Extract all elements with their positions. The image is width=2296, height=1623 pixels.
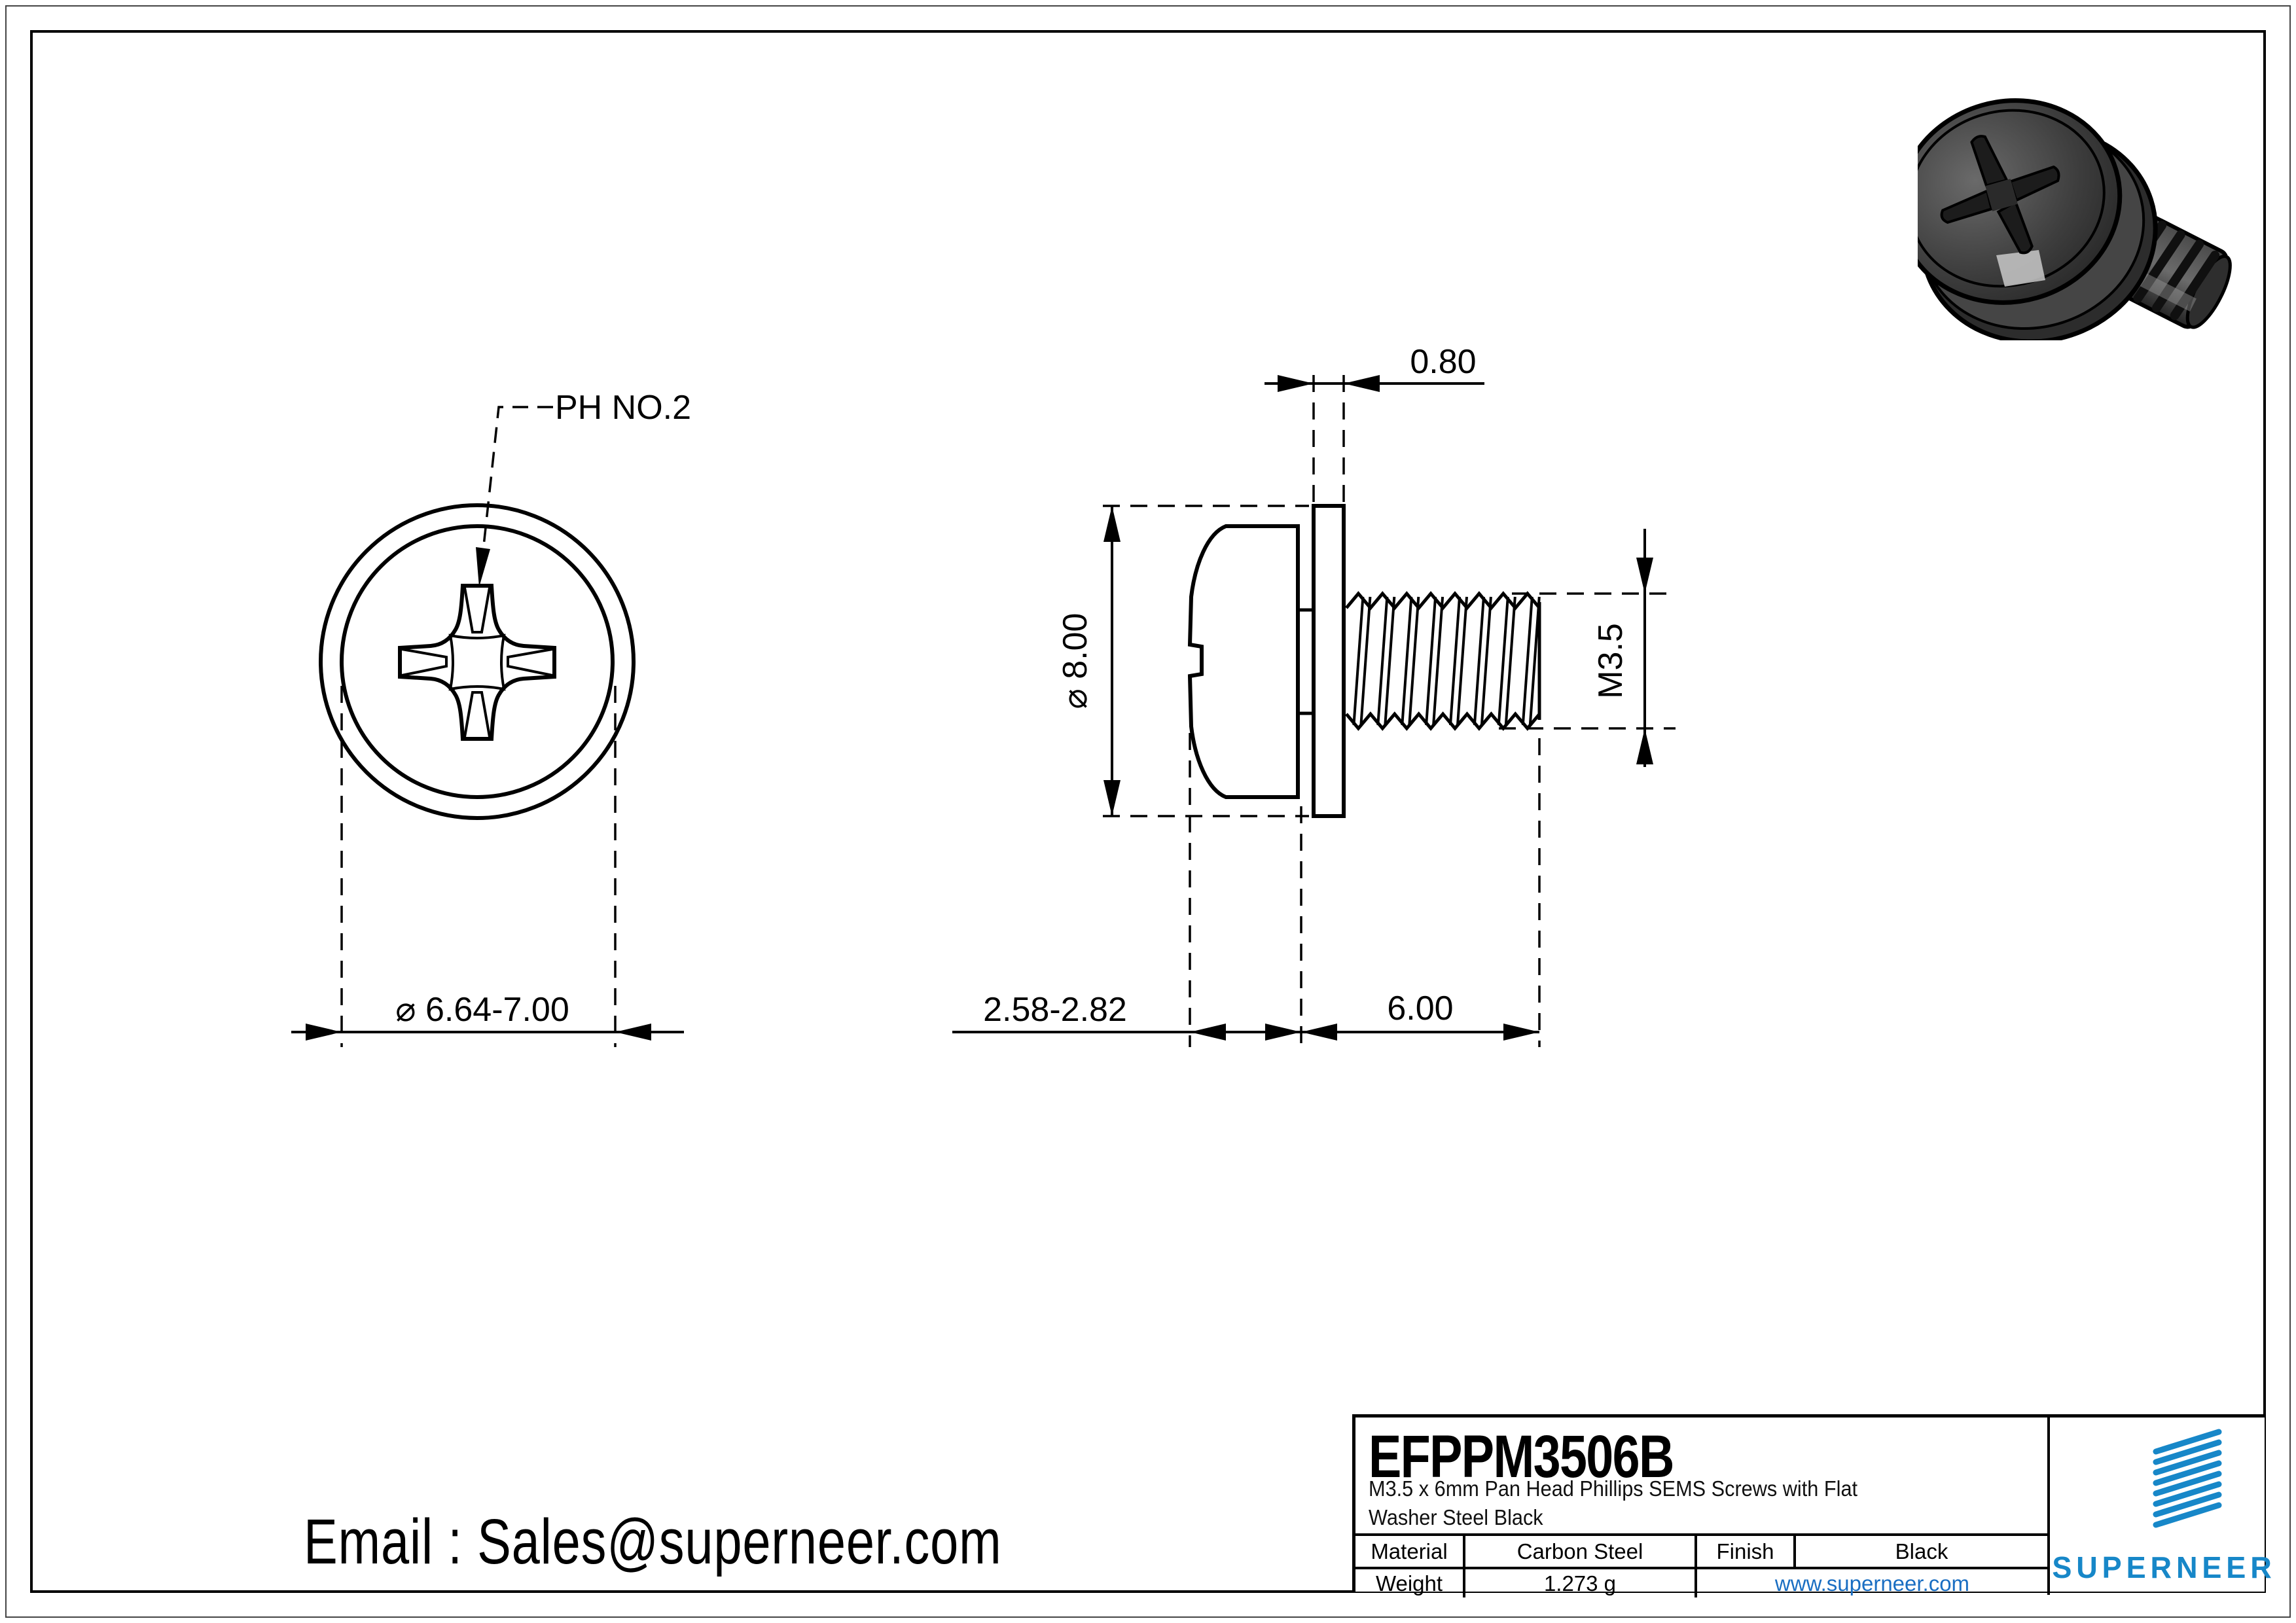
part-description-line2: Washer Steel Black — [1369, 1505, 1543, 1529]
material-value: Carbon Steel — [1465, 1536, 1697, 1567]
thread-flank-line — [1425, 596, 1437, 726]
washer-diameter-label: ⌀ 8.00 — [1056, 613, 1094, 709]
washer-diameter-dim: ⌀ 8.00 — [1056, 505, 1309, 817]
thread-flank-line — [1401, 596, 1413, 726]
thread-length-label: 6.00 — [1387, 990, 1453, 1027]
thread-flank-line — [1376, 596, 1389, 726]
brand-wordmark: SUPERNEER — [2052, 1550, 2276, 1584]
front-view: PH NO.2 ⌀ 6.64-7.00 — [291, 389, 691, 1047]
weight-value: 1.273 g — [1465, 1569, 1697, 1597]
render-phillips — [1940, 135, 2060, 255]
brand-area: SUPERNEER — [2047, 1418, 2276, 1595]
title-block-header: EFPPM3506B M3.5 x 6mm Pan Head Phillips … — [1355, 1418, 2047, 1533]
part-number: EFPPM3506B — [1369, 1423, 1674, 1490]
material-label: Material — [1355, 1536, 1465, 1567]
phillips-cross-outline — [398, 584, 556, 741]
head-diameter-label: ⌀ 6.64-7.00 — [395, 991, 569, 1029]
brand-logo-icon — [2153, 1429, 2222, 1528]
finish-value: Black — [1895, 1539, 1948, 1563]
thread-flank-line — [1456, 596, 1468, 726]
thread-flanks — [1352, 596, 1541, 726]
thread-flank-line — [1473, 596, 1485, 726]
render-reflection — [1996, 250, 2045, 287]
drive-leader — [476, 406, 553, 587]
thread-flank-line — [1432, 596, 1444, 726]
page-border-inner — [30, 30, 2266, 1593]
contact-email: Email : Sales@superneer.com — [304, 1506, 1002, 1577]
part-description-line1: M3.5 x 6mm Pan Head Phillips SEMS Screws… — [1369, 1476, 1858, 1501]
title-block: EFPPM3506B M3.5 x 6mm Pan Head Phillips … — [1352, 1414, 2276, 1597]
leader-arrowhead — [476, 547, 490, 587]
washer-thickness-dim: 0.80 — [1265, 343, 1484, 503]
finish-label: Finish — [1697, 1536, 1796, 1567]
thread-flank-line — [1384, 596, 1396, 726]
screw-3d-render — [1918, 98, 2232, 340]
spec-row-material: Material Carbon Steel Finish Black — [1355, 1536, 2047, 1567]
thread-flank-line — [1449, 596, 1461, 726]
head-diameter-dim: ⌀ 6.64-7.00 — [291, 686, 684, 1047]
thread-flank-line — [1352, 596, 1365, 726]
washer-profile — [1312, 504, 1346, 818]
bottom-dims: 2.58-2.82 6.00 — [952, 733, 1541, 1047]
thread-flank-line — [1528, 596, 1541, 726]
thread-size-label: M3.5 — [1592, 623, 1630, 699]
thread-flank-line — [1408, 596, 1420, 726]
washer-outer-circle — [319, 503, 636, 820]
thread-dim: M3.5 — [1499, 529, 1676, 767]
drive-label: PH NO.2 — [555, 389, 691, 427]
spec-row-weight: Weight 1.273 g www.superneer.com — [1355, 1567, 2047, 1597]
website-link[interactable]: www.superneer.com — [1774, 1571, 1970, 1596]
thread-flank-line — [1359, 596, 1372, 726]
head-profile — [1187, 524, 1300, 799]
washer-thickness-label: 0.80 — [1410, 343, 1476, 381]
thread-flank-line — [1497, 596, 1509, 726]
head-height-label: 2.58-2.82 — [983, 991, 1127, 1029]
thread-flank-line — [1504, 596, 1516, 726]
thread-flank-line — [1480, 596, 1492, 726]
thread-flank-line — [1521, 596, 1534, 726]
weight-label: Weight — [1355, 1569, 1465, 1597]
spec-table: Material Carbon Steel Finish Black Weigh… — [1355, 1533, 2047, 1597]
head-circle — [340, 524, 615, 799]
thread-bottom-crests — [1345, 711, 1541, 731]
page-border-outer — [5, 5, 2291, 1618]
side-view: 0.80 ⌀ 8.00 M3.5 — [952, 343, 1676, 1047]
phillips-cross-detail — [401, 587, 553, 738]
